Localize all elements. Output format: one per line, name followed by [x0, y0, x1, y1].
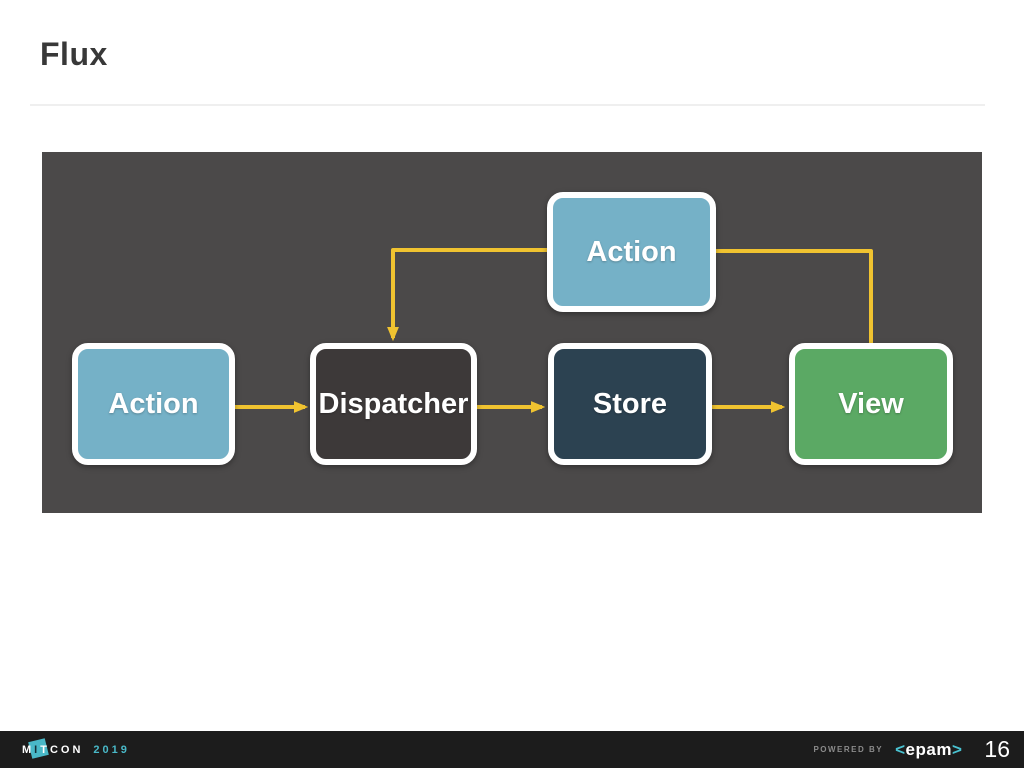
mitcon-letters-con: CON [49, 743, 84, 756]
epam-logo: <epam> [895, 740, 962, 760]
footer-bar: M I T CON 2019 POWERED BY <epam> 16 [0, 731, 1024, 768]
node-view-label: View [838, 387, 904, 420]
edge-actiontop-view [712, 249, 873, 348]
mitcon-letter-t: T [40, 743, 50, 756]
mitcon-year: 2019 [93, 743, 130, 756]
diagram-node-dispatcher: Dispatcher [310, 343, 477, 465]
slide-page-number: 16 [984, 736, 1010, 762]
title-divider [30, 104, 985, 106]
node-store-label: Store [592, 387, 668, 420]
diagram-node-action: Action [72, 343, 235, 465]
diagram-node-store: Store [548, 343, 712, 465]
epam-open-bracket: < [895, 739, 906, 759]
flux-diagram-panel: Action Action Dispatcher Store View [42, 152, 982, 513]
page-title: Flux [40, 36, 108, 72]
node-dispatcher-label: Dispatcher [318, 387, 469, 420]
epam-close-bracket: > [951, 739, 963, 759]
powered-by-label: POWERED BY [813, 745, 884, 754]
flux-arrows-layer [232, 248, 873, 413]
diagram-node-action-top: Action [547, 192, 716, 312]
node-action-label: Action [108, 387, 199, 420]
mitcon-letter-i: I [34, 743, 41, 756]
edge-actiontop-dispatcher [387, 248, 552, 342]
mitcon-letter-m: M [22, 743, 35, 756]
diagram-node-view: View [789, 343, 953, 465]
footer-right-group: POWERED BY <epam> 16 [813, 736, 1010, 763]
epam-name: epam [905, 739, 952, 759]
node-action-top-label: Action [586, 235, 677, 268]
mitcon-logo: M I T CON 2019 [22, 737, 130, 759]
